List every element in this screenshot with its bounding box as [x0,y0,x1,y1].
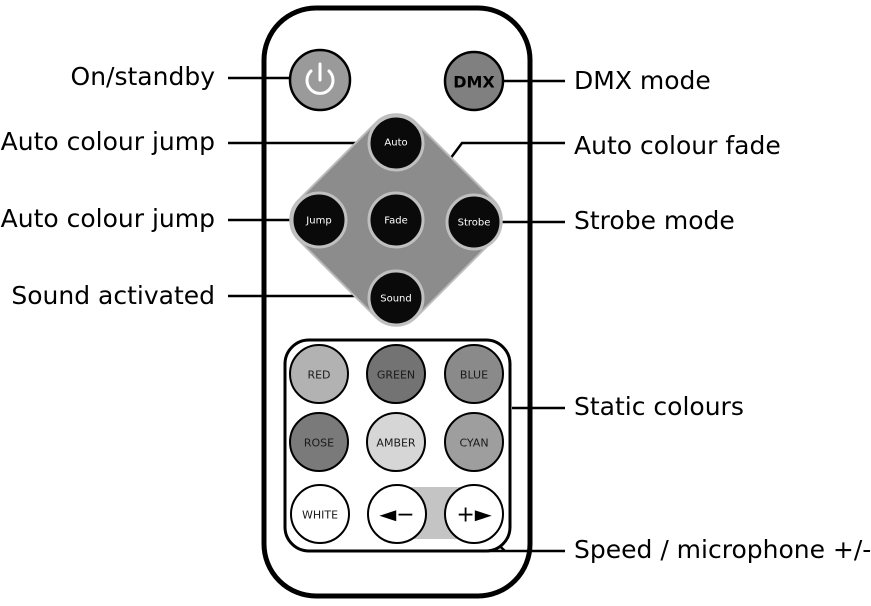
plus-button[interactable]: +► [444,484,504,544]
cyan-button[interactable]: CYAN [444,412,504,472]
dmx-button[interactable]: DMX [443,50,505,112]
strobe-button[interactable]: Strobe [445,193,503,251]
rose-button-label: ROSE [304,437,334,450]
sound-button-label: Sound [380,294,412,305]
rose-button[interactable]: ROSE [289,412,349,472]
green-button-label: GREEN [377,369,415,382]
amber-button-label: AMBER [376,437,416,450]
label-speed-microphone: Speed / microphone +/- [574,535,871,564]
white-button-label: WHITE [302,509,338,522]
jump-button[interactable]: Jump [290,191,348,249]
label-auto-colour-fade: Auto colour fade [574,131,781,160]
blue-button[interactable]: BLUE [444,344,504,404]
arrow-right-plus-icon: +► [456,503,491,528]
cyan-button-label: CYAN [459,437,488,450]
label-sound-activated: Sound activated [11,281,215,310]
label-auto-colour-jump-1: Auto colour jump [0,127,215,156]
jump-button-label: Jump [305,216,331,227]
fade-button[interactable]: Fade [367,191,425,249]
fade-button-label: Fade [384,216,407,227]
white-button[interactable]: WHITE [290,484,350,544]
label-static-colours: Static colours [574,392,744,421]
power-button[interactable] [288,48,352,112]
label-on-standby: On/standby [70,62,215,91]
red-button[interactable]: RED [289,344,349,404]
red-button-label: RED [307,369,330,382]
arrow-left-minus-icon: ◄− [379,503,414,528]
label-auto-colour-jump-2: Auto colour jump [0,204,215,233]
strobe-button-label: Strobe [458,218,491,229]
blue-button-label: BLUE [460,369,488,382]
dmx-button-label: DMX [453,73,495,92]
label-strobe-mode: Strobe mode [574,206,735,235]
amber-button[interactable]: AMBER [366,412,426,472]
minus-button[interactable]: ◄− [367,484,427,544]
auto-button-label: Auto [384,138,407,149]
auto-button[interactable]: Auto [367,114,425,172]
sound-button[interactable]: Sound [367,269,425,327]
power-icon [305,62,335,95]
green-button[interactable]: GREEN [366,344,426,404]
label-dmx-mode: DMX mode [574,66,711,95]
